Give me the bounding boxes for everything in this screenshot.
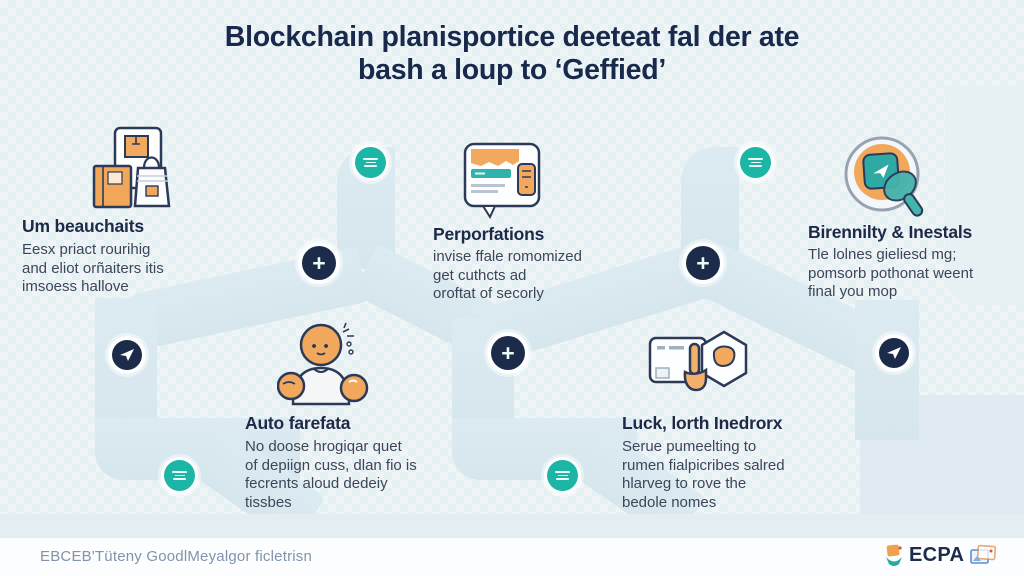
plus-icon: + bbox=[312, 249, 326, 276]
paper-plane-icon bbox=[887, 347, 901, 359]
step-node-notes-1 bbox=[355, 147, 386, 178]
node-text-line bbox=[749, 165, 762, 167]
plus-node-1: + bbox=[302, 246, 336, 280]
section-body: No doose hrogiqar quet of depiign cuss, … bbox=[245, 438, 417, 511]
node-text-line bbox=[365, 161, 376, 164]
plane-node-left bbox=[112, 340, 142, 370]
plane-node-right bbox=[879, 338, 909, 368]
step-node-notes-2 bbox=[740, 147, 771, 178]
section-heading: Luck, lorth Inedrorx bbox=[622, 413, 783, 433]
plus-node-3: + bbox=[491, 336, 525, 370]
section-heading: Auto farefata bbox=[245, 413, 351, 433]
section-luck-lorth: Luck, lorth Inedrorx Serue pumeelting to… bbox=[622, 330, 872, 530]
brand-name: ECPA bbox=[909, 543, 965, 566]
node-text-line bbox=[557, 474, 568, 477]
node-text-line bbox=[174, 474, 185, 477]
node-text-line bbox=[556, 478, 569, 480]
browser-form-icon bbox=[463, 142, 541, 220]
plus-node-2: + bbox=[686, 246, 720, 280]
title-line-1: Blockchain planisportice deeteat fal der… bbox=[224, 21, 800, 53]
pale-region-top-right bbox=[945, 85, 1024, 305]
plus-icon: + bbox=[501, 339, 515, 366]
node-text-line bbox=[173, 478, 186, 480]
brand-logo: ECPA bbox=[884, 543, 997, 567]
magnifier-plane-icon bbox=[844, 136, 924, 217]
brand-mark-icon bbox=[886, 544, 902, 566]
footer-credit: EBCEB'Tüteny GoodlMeyalgor ficletrisn bbox=[40, 548, 313, 565]
section-heading: Perporfations bbox=[433, 224, 545, 244]
title-line-2: bash a loup to ‘Geffied’ bbox=[358, 54, 666, 86]
section-birennilty: Birennilty & Inestals Tle lolnes gielies… bbox=[808, 134, 1024, 304]
section-heading: Birennilty & Inestals bbox=[808, 222, 973, 242]
package-box-icon bbox=[92, 126, 171, 209]
node-text-line bbox=[364, 165, 377, 167]
section-body: Eesx priact rourihig and eliot orñaiters… bbox=[22, 241, 164, 295]
node-text-line bbox=[750, 161, 761, 164]
path-right-band bbox=[855, 300, 919, 440]
node-text-line bbox=[555, 471, 570, 473]
footer-bar bbox=[0, 538, 1024, 576]
step-node-notes-4 bbox=[547, 460, 578, 491]
node-text-line bbox=[748, 158, 763, 160]
section-body: Tle lolnes gieliesd mg; pomsorb pothonat… bbox=[808, 246, 974, 300]
section-body: invise ffale romomized get cuthcts ad or… bbox=[433, 248, 582, 302]
verify-click-icon bbox=[648, 330, 748, 392]
paper-plane-icon bbox=[120, 349, 134, 361]
bottom-band bbox=[0, 514, 1024, 538]
brand-image-icon bbox=[970, 544, 997, 564]
person-icon bbox=[277, 322, 369, 406]
node-text-line bbox=[363, 158, 378, 160]
node-text-line bbox=[172, 471, 187, 473]
section-um-beauchaits: Um beauchaits Eesx priact rourihig and e… bbox=[22, 124, 292, 314]
section-body: Serue pumeelting to rumen fialpicribes s… bbox=[622, 438, 785, 511]
plus-icon: + bbox=[696, 249, 710, 276]
page-title: Blockchain planisportice deeteat fal der… bbox=[0, 21, 1024, 87]
section-heading: Um beauchaits bbox=[22, 216, 144, 236]
step-node-notes-3 bbox=[164, 460, 195, 491]
section-perporfations: Perporfations invise ffale romomized get… bbox=[433, 138, 673, 308]
section-auto-farefata: Auto farefata No doose hrogiqar quet of … bbox=[245, 322, 505, 522]
